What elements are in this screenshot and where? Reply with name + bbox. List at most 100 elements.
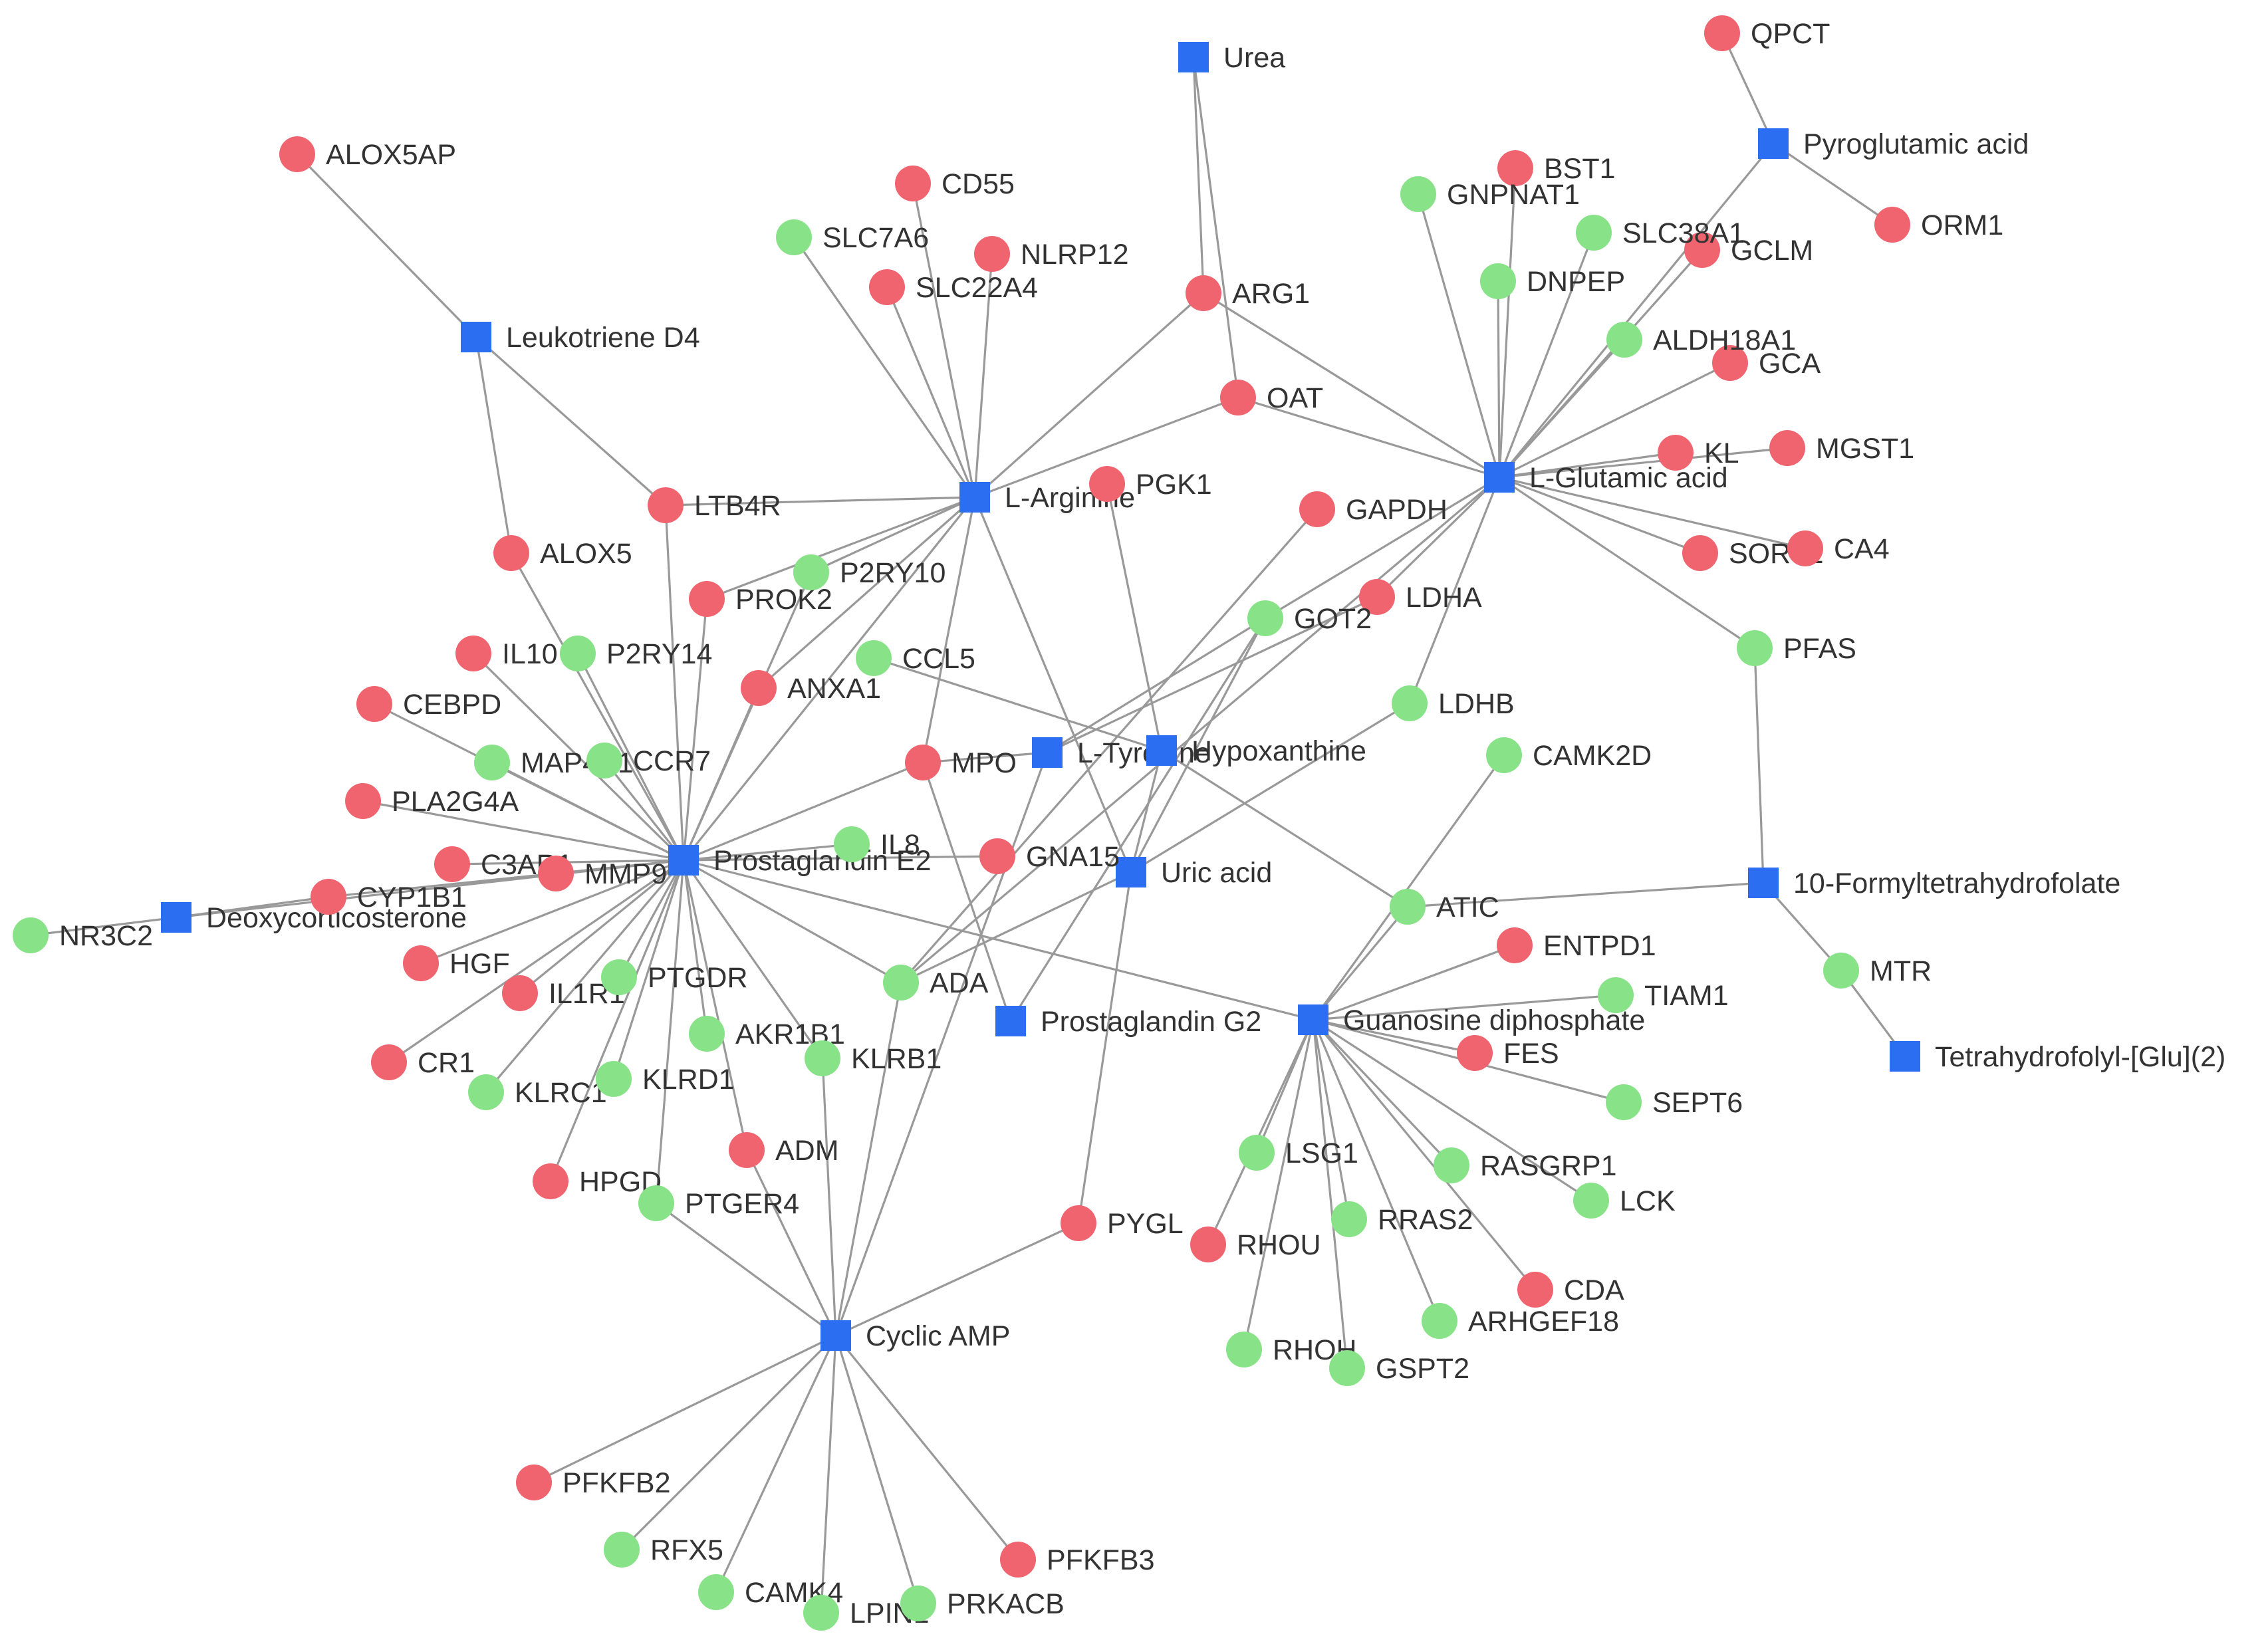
gene-circle-red[interactable] xyxy=(533,1163,568,1199)
node-leukotriene_d4[interactable]: Leukotriene D4 xyxy=(461,322,700,354)
node-MTR[interactable]: MTR xyxy=(1823,953,1932,989)
gene-circle-red[interactable] xyxy=(974,236,1010,272)
node-camp[interactable]: Cyclic AMP xyxy=(820,1320,1010,1352)
gene-circle-green[interactable] xyxy=(1576,215,1612,251)
gene-circle-green[interactable] xyxy=(13,917,49,953)
gene-circle-red[interactable] xyxy=(1682,535,1718,571)
gene-circle-green[interactable] xyxy=(560,636,596,671)
node-P2RY10[interactable]: P2RY10 xyxy=(793,554,945,590)
gene-circle-green[interactable] xyxy=(1434,1147,1469,1183)
gene-circle-red[interactable] xyxy=(979,838,1015,874)
node-CYP1B1[interactable]: CYP1B1 xyxy=(311,879,467,915)
gene-circle-green[interactable] xyxy=(1392,685,1428,721)
node-SLC38A1[interactable]: SLC38A1 xyxy=(1576,215,1745,251)
gene-circle-red[interactable] xyxy=(741,670,777,706)
gene-circle-red[interactable] xyxy=(279,136,315,172)
gene-circle-green[interactable] xyxy=(1606,322,1642,358)
gene-circle-red[interactable] xyxy=(371,1044,407,1080)
gene-circle-red[interactable] xyxy=(869,269,905,305)
metabolite-square[interactable] xyxy=(1032,737,1063,768)
node-hypoxanthine[interactable]: Hypoxanthine xyxy=(1146,735,1366,767)
node-PRKACB[interactable]: PRKACB xyxy=(900,1585,1065,1621)
gene-circle-green[interactable] xyxy=(698,1574,734,1610)
metabolite-square[interactable] xyxy=(1748,868,1779,898)
gene-circle-green[interactable] xyxy=(1390,889,1426,925)
gene-circle-green[interactable] xyxy=(805,1040,840,1076)
gene-circle-green[interactable] xyxy=(883,965,919,1000)
node-IL10[interactable]: IL10 xyxy=(455,636,558,671)
gene-circle-green[interactable] xyxy=(474,745,510,780)
gene-circle-red[interactable] xyxy=(1220,380,1256,415)
node-LSG1[interactable]: LSG1 xyxy=(1239,1135,1358,1171)
gene-circle-red[interactable] xyxy=(356,686,392,722)
node-PFKFB3[interactable]: PFKFB3 xyxy=(1000,1542,1155,1578)
gene-circle-red[interactable] xyxy=(1874,207,1910,243)
gene-circle-green[interactable] xyxy=(1598,977,1634,1013)
node-DNPEP[interactable]: DNPEP xyxy=(1480,263,1625,299)
gene-circle-red[interactable] xyxy=(1457,1035,1493,1071)
gene-circle-red[interactable] xyxy=(502,975,538,1011)
node-FES[interactable]: FES xyxy=(1457,1035,1559,1071)
node-IL8[interactable]: IL8 xyxy=(834,826,920,862)
gene-circle-red[interactable] xyxy=(1658,435,1694,471)
node-RASGRP1[interactable]: RASGRP1 xyxy=(1434,1147,1617,1183)
node-GSPT2[interactable]: GSPT2 xyxy=(1329,1350,1469,1386)
node-LCK[interactable]: LCK xyxy=(1573,1183,1676,1219)
node-PFAS[interactable]: PFAS xyxy=(1737,630,1856,666)
gene-circle-green[interactable] xyxy=(1400,176,1436,212)
metabolite-square[interactable] xyxy=(461,322,491,352)
node-gdp[interactable]: Guanosine diphosphate xyxy=(1298,1004,1645,1036)
node-PFKFB2[interactable]: PFKFB2 xyxy=(516,1465,671,1500)
node-ARG1[interactable]: ARG1 xyxy=(1186,275,1310,311)
node-ENTPD1[interactable]: ENTPD1 xyxy=(1497,927,1656,963)
gene-circle-red[interactable] xyxy=(434,846,470,882)
node-prostaglandin_e2[interactable]: Prostaglandin E2 xyxy=(668,845,932,877)
gene-circle-red[interactable] xyxy=(1712,345,1748,381)
metabolite-square[interactable] xyxy=(1298,1004,1328,1035)
gene-circle-red[interactable] xyxy=(648,487,684,523)
gene-circle-green[interactable] xyxy=(1226,1332,1262,1367)
node-formylthf[interactable]: 10-Formyltetrahydrofolate xyxy=(1748,868,2120,899)
node-MPO[interactable]: MPO xyxy=(905,745,1017,780)
node-HGF[interactable]: HGF xyxy=(403,945,510,981)
gene-circle-green[interactable] xyxy=(1422,1303,1457,1339)
node-BST1[interactable]: BST1 xyxy=(1497,150,1616,186)
node-NR3C2[interactable]: NR3C2 xyxy=(13,917,153,953)
node-MMP9[interactable]: MMP9 xyxy=(538,856,667,891)
node-l_tyrosine[interactable]: L-Tyrosine xyxy=(1032,737,1211,769)
metabolite-square[interactable] xyxy=(959,482,990,513)
node-ORM1[interactable]: ORM1 xyxy=(1874,207,2003,243)
gene-circle-red[interactable] xyxy=(403,945,439,981)
node-GNA15[interactable]: GNA15 xyxy=(979,838,1120,874)
node-GCA[interactable]: GCA xyxy=(1712,345,1821,381)
node-ANXA1[interactable]: ANXA1 xyxy=(741,670,881,706)
gene-circle-red[interactable] xyxy=(516,1465,552,1500)
node-KLRD1[interactable]: KLRD1 xyxy=(596,1061,735,1097)
gene-circle-red[interactable] xyxy=(1787,530,1823,566)
gene-circle-red[interactable] xyxy=(1190,1227,1226,1262)
gene-circle-green[interactable] xyxy=(793,554,829,590)
gene-circle-green[interactable] xyxy=(1573,1183,1609,1219)
metabolite-square[interactable] xyxy=(1116,857,1146,887)
gene-circle-red[interactable] xyxy=(345,783,381,819)
node-IL1R1[interactable]: IL1R1 xyxy=(502,975,625,1011)
node-CR1[interactable]: CR1 xyxy=(371,1044,475,1080)
node-ATIC[interactable]: ATIC xyxy=(1390,889,1499,925)
gene-circle-green[interactable] xyxy=(1329,1350,1365,1386)
node-PTGER4[interactable]: PTGER4 xyxy=(638,1185,799,1221)
node-P2RY14[interactable]: P2RY14 xyxy=(560,636,712,671)
gene-circle-green[interactable] xyxy=(468,1074,504,1110)
metabolite-square[interactable] xyxy=(1178,42,1209,72)
gene-circle-green[interactable] xyxy=(1823,953,1859,989)
node-SLC22A4[interactable]: SLC22A4 xyxy=(869,269,1038,305)
metabolite-square[interactable] xyxy=(161,902,191,933)
node-SLC7A6[interactable]: SLC7A6 xyxy=(776,219,929,255)
node-CAMK2D[interactable]: CAMK2D xyxy=(1486,737,1652,773)
metabolite-square[interactable] xyxy=(1484,462,1515,493)
node-ADM[interactable]: ADM xyxy=(729,1132,839,1168)
node-LDHB[interactable]: LDHB xyxy=(1392,685,1515,721)
gene-circle-red[interactable] xyxy=(1497,150,1533,186)
node-ADA[interactable]: ADA xyxy=(883,965,989,1000)
gene-circle-red[interactable] xyxy=(1089,466,1125,502)
metabolite-square[interactable] xyxy=(1758,128,1789,159)
